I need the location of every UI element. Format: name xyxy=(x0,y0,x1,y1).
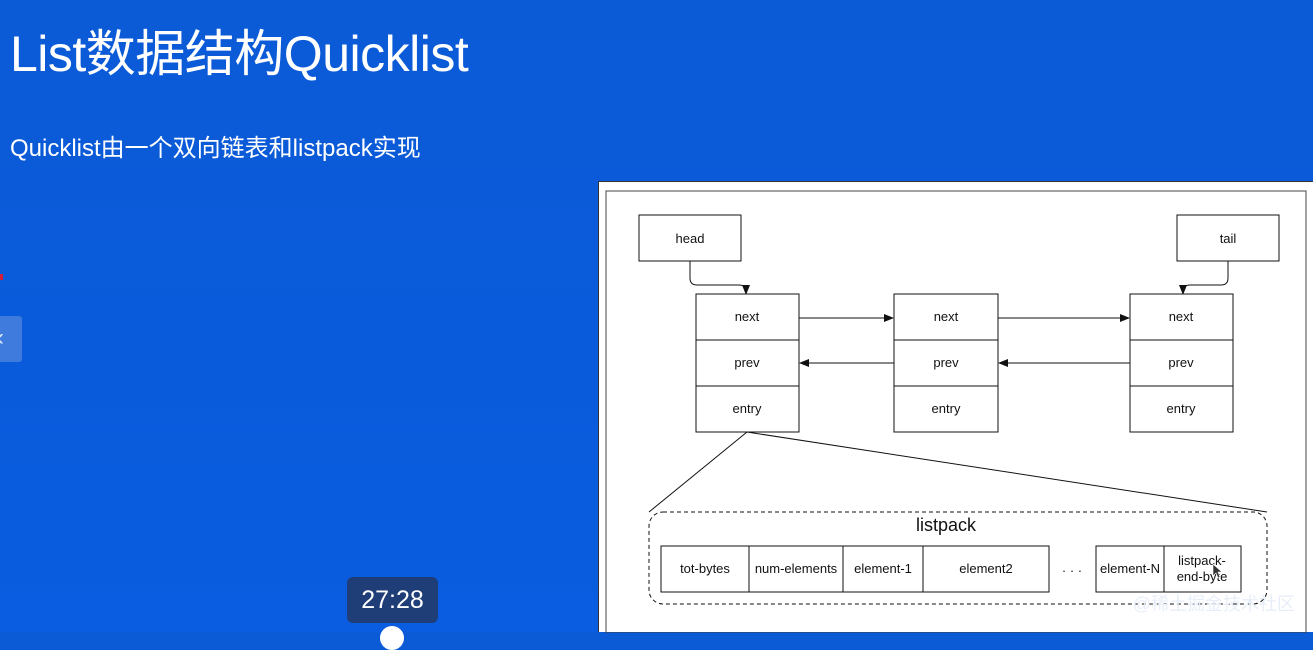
diagram-canvas: head tail next prev entry next prev entr… xyxy=(605,190,1307,633)
listpack-cell-num-elements: num-elements xyxy=(755,561,838,576)
node-field-prev: prev xyxy=(1168,355,1194,370)
head-label: head xyxy=(676,231,705,246)
previous-slide-button[interactable]: ‹ xyxy=(0,316,22,362)
node-field-next: next xyxy=(934,309,959,324)
listpack-ellipsis: · · · xyxy=(1062,563,1082,578)
slide-subtitle: Quicklist由一个双向链表和listpack实现 xyxy=(10,135,421,162)
chevron-left-icon: ‹ xyxy=(0,316,4,360)
node-field-next: next xyxy=(1169,309,1194,324)
quicklist-node-3: next prev entry xyxy=(1129,293,1234,433)
quicklist-node-1: next prev entry xyxy=(695,293,800,433)
head-pointer-box: head xyxy=(638,214,742,262)
listpack-end-byte-line1: listpack- xyxy=(1178,553,1226,568)
node-field-entry: entry xyxy=(932,401,961,416)
node-field-entry: entry xyxy=(733,401,762,416)
listpack-cell-element2: element2 xyxy=(959,561,1012,576)
video-scrub-handle[interactable] xyxy=(380,626,404,650)
quicklist-node-2: next prev entry xyxy=(893,293,999,433)
tail-label: tail xyxy=(1220,231,1237,246)
node-field-prev: prev xyxy=(933,355,959,370)
tail-pointer-box: tail xyxy=(1176,214,1280,262)
quicklist-diagram: head tail next prev entry next prev entr… xyxy=(598,181,1313,633)
node-field-prev: prev xyxy=(734,355,760,370)
node-field-next: next xyxy=(735,309,760,324)
mouse-cursor-icon xyxy=(1212,563,1223,579)
watermark-text: @稀土掘金技术社区 xyxy=(1132,594,1295,614)
listpack-title: listpack xyxy=(916,515,977,535)
listpack-cell-element-n: element-N xyxy=(1100,561,1160,576)
video-timestamp: 27:28 xyxy=(347,577,438,623)
red-marker xyxy=(0,274,3,280)
node-field-entry: entry xyxy=(1167,401,1196,416)
slide-title: List数据结构Quicklist xyxy=(10,26,469,82)
listpack-cell-element-1: element-1 xyxy=(854,561,912,576)
listpack-cell-tot-bytes: tot-bytes xyxy=(680,561,730,576)
listpack-cells: tot-bytes num-elements element-1 element… xyxy=(660,545,1242,593)
